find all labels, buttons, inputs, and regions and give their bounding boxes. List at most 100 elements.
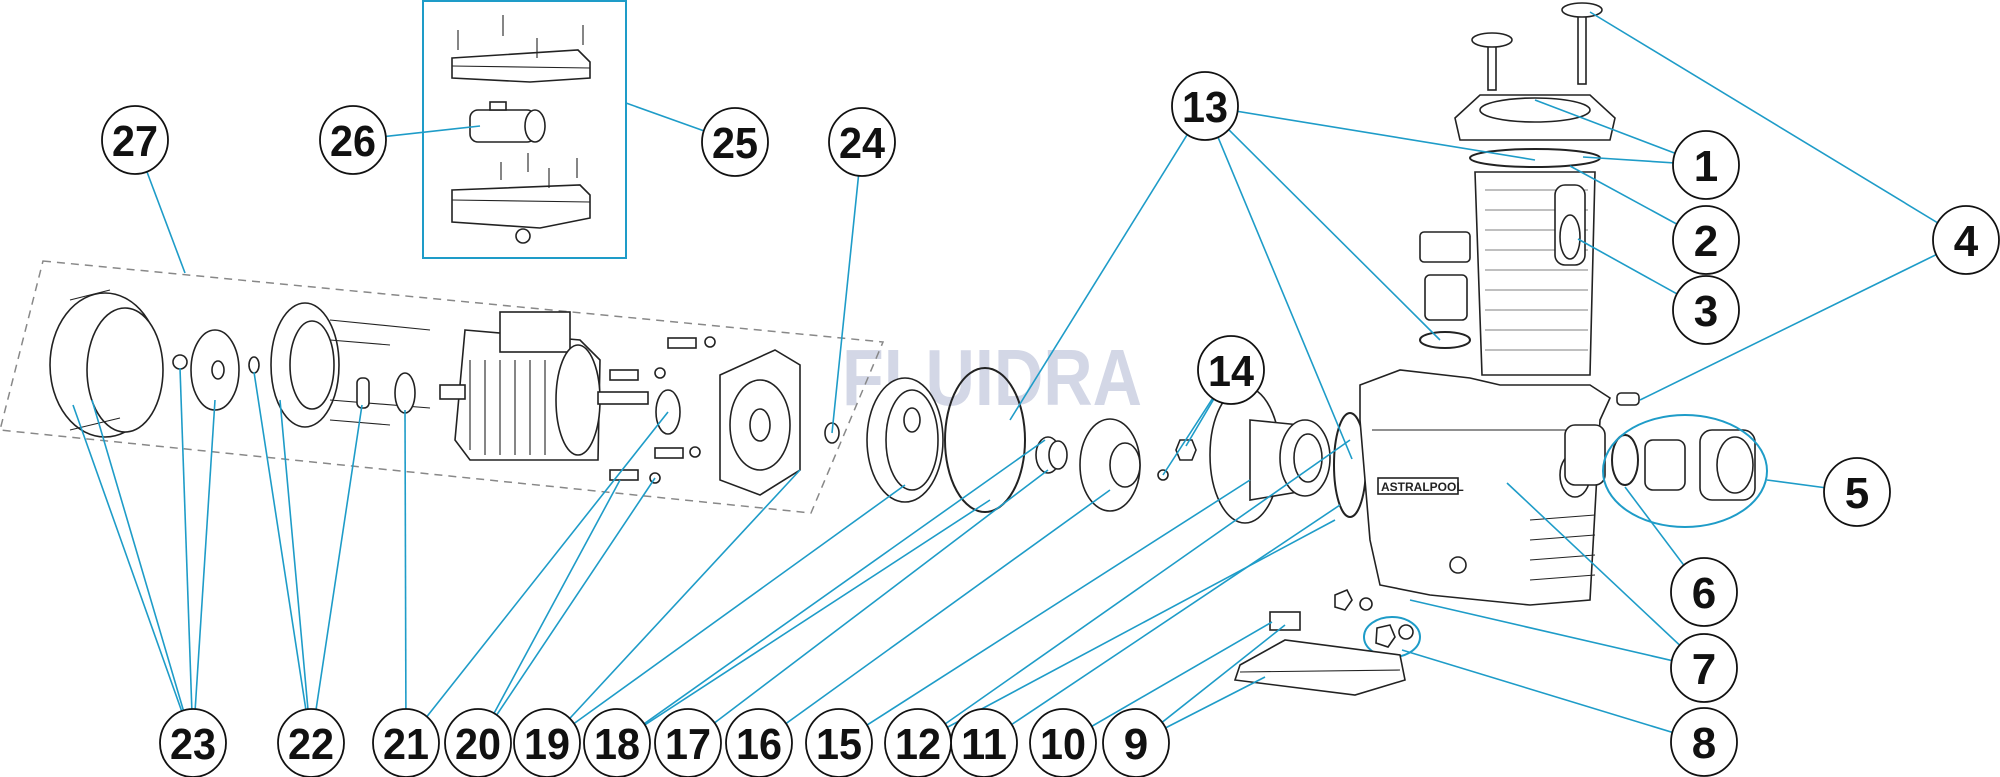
callout-number: 8 bbox=[1692, 719, 1716, 768]
callout-number: 2 bbox=[1694, 217, 1718, 266]
leader-line-15 bbox=[838, 479, 1251, 744]
callout-number: 12 bbox=[895, 720, 941, 769]
callout-circle bbox=[1197, 335, 1265, 405]
callout-number: 25 bbox=[712, 119, 758, 168]
wave-washer bbox=[356, 377, 370, 409]
leader-line-13 bbox=[1204, 105, 1441, 341]
callout-24: 24 bbox=[828, 107, 896, 177]
leader-line-11 bbox=[983, 504, 1341, 744]
callout-number: 16 bbox=[736, 720, 782, 769]
leader-line-13 bbox=[1204, 105, 1536, 161]
callout-circle bbox=[1029, 708, 1097, 777]
terminal-box-cover bbox=[451, 15, 591, 83]
callout-number: 15 bbox=[816, 720, 862, 769]
callout-circle bbox=[277, 708, 345, 777]
leader-line-8 bbox=[1401, 649, 1705, 743]
leader-line-21 bbox=[405, 411, 669, 744]
callout-11: 11 bbox=[950, 708, 1018, 777]
callout-circle bbox=[1823, 457, 1891, 527]
callout-number: 18 bbox=[594, 720, 640, 769]
capacitor bbox=[469, 101, 546, 143]
callout-20: 20 bbox=[444, 708, 512, 777]
rear-bearing bbox=[394, 372, 416, 414]
seal-plate bbox=[866, 377, 944, 503]
lid-knobs bbox=[1471, 2, 1603, 91]
leader-line-23 bbox=[179, 367, 194, 744]
callout-number: 4 bbox=[1954, 217, 1979, 266]
motor-assembly-group-box bbox=[0, 260, 885, 514]
callout-8: 8 bbox=[1670, 707, 1738, 777]
base-rubber-block bbox=[1269, 611, 1301, 631]
callout-16: 16 bbox=[725, 708, 793, 777]
mechanical-seal bbox=[1035, 436, 1068, 474]
union-connection-side bbox=[1564, 414, 1768, 528]
callout-circle bbox=[1672, 275, 1740, 345]
callout-25: 25 bbox=[701, 107, 769, 177]
callout-circle bbox=[372, 708, 440, 777]
rear-end-bracket bbox=[270, 302, 431, 428]
callout-22: 22 bbox=[277, 708, 345, 777]
callout-circle bbox=[654, 708, 722, 777]
callout-10: 10 bbox=[1029, 708, 1097, 777]
callout-1: 1 bbox=[1672, 130, 1740, 200]
terminal-box-group-box bbox=[422, 0, 627, 259]
callout-circle bbox=[884, 708, 952, 777]
callout-number: 27 bbox=[112, 117, 158, 166]
callout-7: 7 bbox=[1670, 633, 1738, 703]
callout-27: 27 bbox=[101, 105, 169, 175]
leader-line-4 bbox=[1639, 239, 1967, 401]
seal-plate-o-ring bbox=[944, 367, 1026, 513]
pump-base bbox=[1233, 639, 1406, 696]
callout-number: 14 bbox=[1208, 347, 1254, 396]
callout-13: 13 bbox=[1171, 71, 1239, 141]
fan bbox=[172, 329, 240, 411]
callout-21: 21 bbox=[372, 708, 440, 777]
callout-circle bbox=[828, 107, 896, 177]
callout-circle bbox=[101, 105, 169, 175]
callout-6: 6 bbox=[1670, 557, 1738, 627]
fan-cover bbox=[49, 289, 164, 438]
callout-number: 19 bbox=[524, 720, 570, 769]
callout-18: 18 bbox=[583, 708, 651, 777]
callout-5: 5 bbox=[1823, 457, 1891, 527]
callout-circle bbox=[1932, 205, 2000, 275]
motor-body bbox=[439, 311, 649, 461]
callout-17: 17 bbox=[654, 708, 722, 777]
callout-14: 14 bbox=[1197, 335, 1265, 405]
astralpool-label: ASTRALPOOL bbox=[1381, 480, 1464, 494]
leader-line-20 bbox=[477, 479, 621, 744]
callout-circle bbox=[1672, 130, 1740, 200]
callout-number: 22 bbox=[288, 720, 334, 769]
callout-number: 17 bbox=[665, 720, 711, 769]
callout-number: 20 bbox=[455, 720, 501, 769]
callout-circle bbox=[725, 708, 793, 777]
leader-line-22 bbox=[310, 404, 363, 744]
callout-number: 24 bbox=[839, 119, 885, 168]
diffuser bbox=[1209, 386, 1331, 524]
callout-2: 2 bbox=[1672, 205, 1740, 275]
callout-number: 7 bbox=[1692, 645, 1716, 694]
callout-number: 26 bbox=[330, 117, 376, 166]
strainer-basket bbox=[1474, 171, 1596, 376]
leader-line-12 bbox=[917, 519, 1336, 744]
callout-circle bbox=[1670, 707, 1738, 777]
lid-pin bbox=[1616, 392, 1640, 406]
bolts-washers bbox=[609, 336, 716, 484]
callout-circle bbox=[319, 105, 387, 175]
callout-number: 10 bbox=[1040, 720, 1086, 769]
callout-15: 15 bbox=[805, 708, 873, 777]
callout-23: 23 bbox=[159, 708, 227, 777]
leader-line-23 bbox=[72, 404, 194, 744]
pump-body: ASTRALPOOL bbox=[1359, 369, 1612, 606]
fan-clip bbox=[248, 356, 260, 374]
callout-number: 6 bbox=[1692, 569, 1716, 618]
callout-number: 13 bbox=[1182, 83, 1228, 132]
callout-circle bbox=[1670, 633, 1738, 703]
leader-line-19 bbox=[546, 484, 906, 744]
leader-line-13 bbox=[1204, 105, 1353, 460]
leader-line-17 bbox=[687, 469, 1049, 744]
callout-4: 4 bbox=[1932, 205, 2000, 275]
callout-circle bbox=[805, 708, 873, 777]
callout-number: 9 bbox=[1124, 720, 1148, 769]
